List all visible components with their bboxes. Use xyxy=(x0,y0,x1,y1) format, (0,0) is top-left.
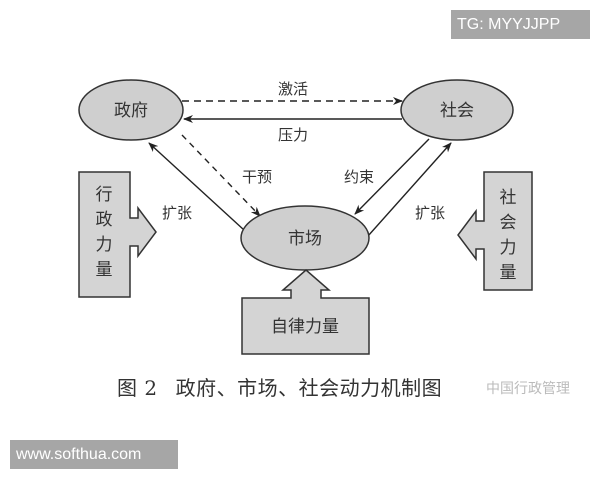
expand-left-label: 扩张 xyxy=(162,204,192,222)
figure-number: 图 2 xyxy=(117,376,158,400)
intervene-label: 干预 xyxy=(242,168,272,186)
figure-caption: 图 2 政府、市场、社会动力机制图 xyxy=(117,372,442,401)
figure-title: 政府、市场、社会动力机制图 xyxy=(175,376,443,400)
watermark-caption-overlay: 中国行政管理 xyxy=(486,381,570,397)
social-char-3: 力 xyxy=(500,238,517,258)
self-discipline-label: 自律力量 xyxy=(271,317,339,337)
watermark-top-right: TG: MYYJJPP xyxy=(451,10,590,39)
administrative-char-1: 行 xyxy=(96,185,113,205)
market-to-society-arrow xyxy=(367,142,452,237)
pressure-label: 压力 xyxy=(278,126,308,144)
node-market: 市场 xyxy=(240,205,370,271)
activate-label: 激活 xyxy=(278,80,308,98)
administrative-char-4: 量 xyxy=(96,260,113,280)
administrative-force-box: 行 政 力 量 xyxy=(78,171,157,298)
watermark-bottom-left: www.softhua.com xyxy=(10,440,178,469)
administrative-char-2: 政 xyxy=(96,210,113,230)
intervene-arrow xyxy=(181,134,261,217)
social-char-4: 量 xyxy=(500,263,517,283)
market-label: 市场 xyxy=(288,229,322,249)
social-char-1: 社 xyxy=(500,188,517,208)
node-government: 政府 xyxy=(78,79,184,141)
social-force-box: 社 会 力 量 xyxy=(457,171,533,291)
self-discipline-force-box: 自律力量 xyxy=(241,269,370,355)
constrain-label: 约束 xyxy=(344,168,374,186)
node-society: 社会 xyxy=(400,79,514,141)
social-char-2: 会 xyxy=(500,213,517,233)
society-label: 社会 xyxy=(440,101,474,121)
expand-right-label: 扩张 xyxy=(415,204,445,222)
government-label: 政府 xyxy=(114,101,148,121)
administrative-char-3: 力 xyxy=(96,235,113,255)
constrain-arrow xyxy=(354,138,430,215)
market-to-government-arrow xyxy=(148,142,245,231)
